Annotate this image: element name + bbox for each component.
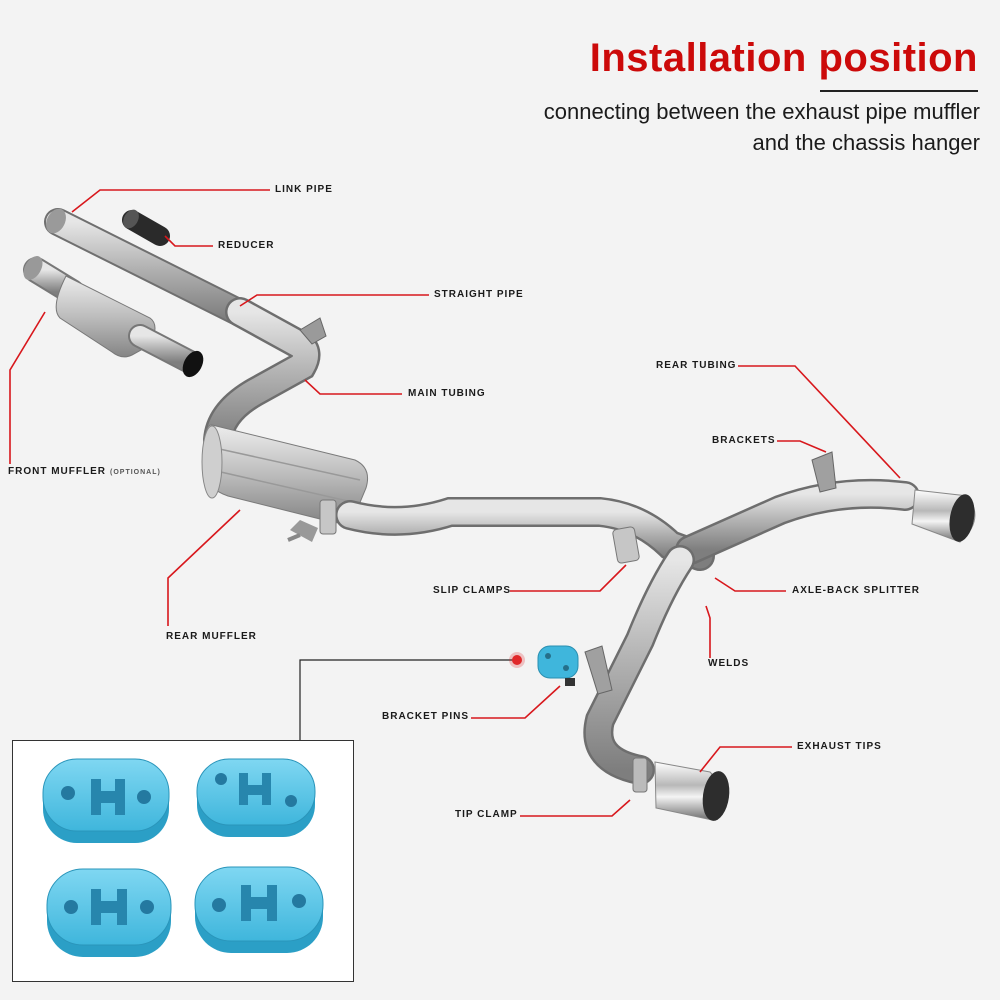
label-exhaust-tips: EXHAUST TIPS	[797, 741, 882, 752]
label-front-muffler-note: (OPTIONAL)	[110, 469, 161, 476]
label-straight-pipe: STRAIGHT PIPE	[434, 289, 524, 300]
straight-pipe	[203, 297, 321, 455]
inset-pointer-dot	[512, 655, 522, 665]
subtitle-line-2: and the chassis hanger	[752, 130, 981, 155]
reducer	[122, 209, 170, 246]
bracket-pin-hanger	[537, 645, 579, 686]
rubber-hanger-inset	[12, 740, 354, 982]
label-rear-tubing: REAR TUBING	[656, 360, 737, 371]
rubber-hanger-2	[196, 758, 316, 837]
brackets	[287, 317, 837, 695]
inset-pointer-line	[299, 659, 516, 740]
label-rear-muffler: REAR MUFFLER	[166, 631, 257, 642]
label-welds: WELDS	[708, 658, 750, 669]
main-tubing	[319, 478, 920, 785]
rubber-hanger-4	[194, 866, 324, 953]
rubber-hanger-3	[46, 868, 172, 957]
exhaust-tips	[632, 489, 976, 821]
subtitle-line-1: connecting between the exhaust pipe muff…	[543, 99, 980, 124]
rear-muffler	[201, 424, 369, 542]
link-pipe	[44, 208, 264, 332]
label-axle-back-splitter: AXLE-BACK SPLITTER	[792, 585, 920, 596]
label-slip-clamps: SLIP CLAMPS	[433, 585, 512, 596]
label-front-muffler: FRONT MUFFLER (OPTIONAL)	[8, 466, 161, 479]
label-link-pipe: LINK PIPE	[275, 184, 333, 195]
label-bracket-pins: BRACKET PINS	[382, 711, 470, 722]
label-tip-clamp: TIP CLAMP	[455, 809, 518, 820]
page-subtitle: connecting between the exhaust pipe muff…	[460, 96, 980, 158]
label-brackets: BRACKETS	[712, 435, 776, 446]
leader-lines	[9, 189, 901, 817]
page-title: Installation position	[589, 36, 978, 80]
label-reducer: REDUCER	[218, 240, 275, 251]
rubber-hanger-1	[42, 758, 170, 843]
title-underline	[820, 90, 978, 92]
label-front-muffler-text: FRONT MUFFLER	[8, 466, 106, 477]
label-main-tubing: MAIN TUBING	[408, 388, 486, 399]
front-muffler	[23, 256, 204, 378]
rubber-hangers-photo	[42, 758, 324, 957]
